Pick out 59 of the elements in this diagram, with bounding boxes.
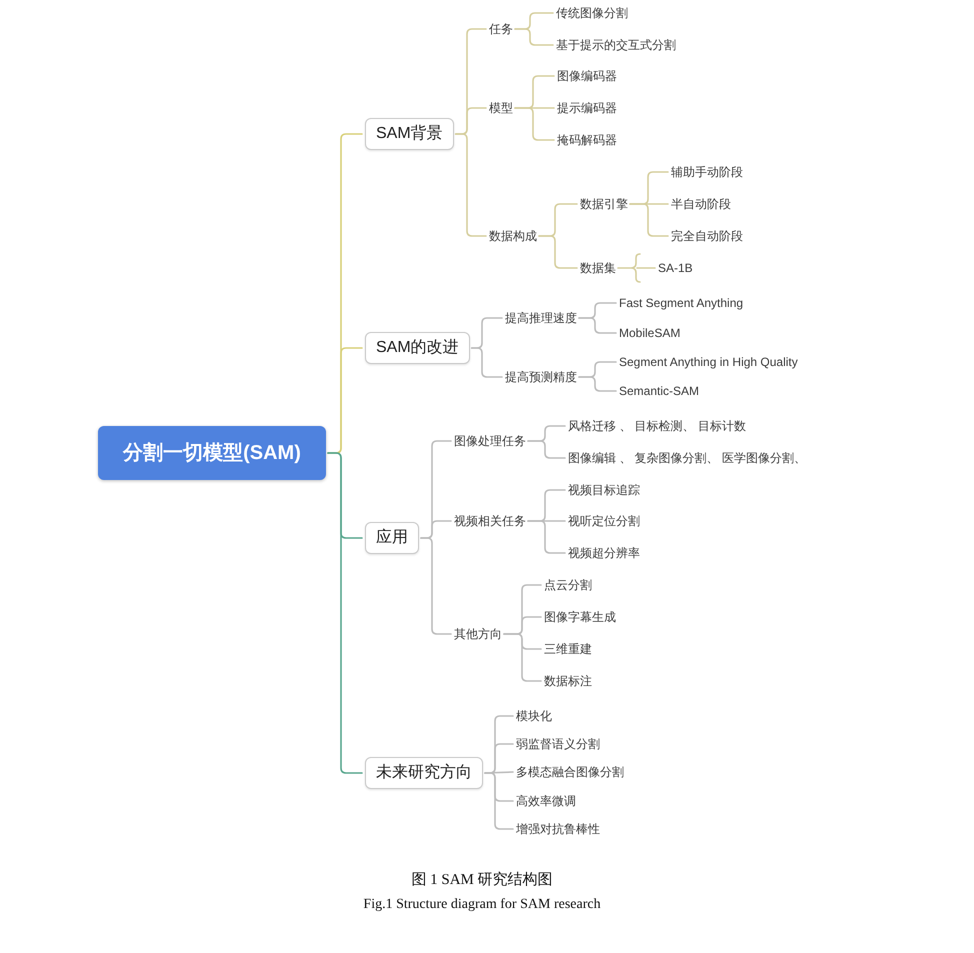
leaf-label: 辅助手动阶段: [671, 164, 743, 180]
brace-connector: [578, 376, 617, 392]
leaf-label: Semantic-SAM: [619, 383, 700, 399]
leaf-label: 传统图像分割: [556, 5, 628, 21]
leaf-label: 提示编码器: [557, 100, 617, 116]
leaf-label: 三维重建: [544, 641, 592, 657]
leaf-label: 完全自动阶段: [671, 228, 743, 244]
leaf-label: 图像编辑 、 复杂图像分割、 医学图像分割、: [568, 450, 806, 466]
brace-connector: [327, 452, 363, 774]
brace-connector: [538, 235, 578, 269]
brace-connector: [527, 520, 566, 554]
branch-label: 数据集: [580, 260, 616, 276]
leaf-label: 数据标注: [544, 673, 592, 689]
leaf-label: 半自动阶段: [671, 196, 731, 212]
brace-connector: [527, 440, 566, 459]
leaf-label: 风格迁移 、 目标检测、 目标计数: [568, 418, 746, 434]
figure-caption-english: Fig.1 Structure diagram for SAM research: [363, 896, 601, 914]
branch-label: 其他方向: [454, 626, 502, 642]
brace-connector: [617, 253, 656, 283]
brace-connector: [484, 772, 514, 830]
leaf-label: 基于提示的交互式分割: [556, 37, 676, 53]
brace-connector: [578, 317, 617, 334]
leaf-label: SA-1B: [658, 260, 693, 276]
leaf-label: 点云分割: [544, 577, 592, 593]
central-topic-box: 分割一切模型(SAM): [98, 426, 326, 480]
leaf-label: 视频超分辨率: [568, 545, 640, 561]
brace-connector: [629, 203, 669, 237]
topic-box: 应用: [365, 522, 419, 554]
branch-label: 数据引擎: [580, 196, 628, 212]
leaf-label: 增强对抗鲁棒性: [516, 821, 600, 837]
branch-label: 视频相关任务: [454, 513, 526, 529]
brace-connector: [454, 133, 487, 237]
topic-box: SAM背景: [365, 118, 454, 150]
leaf-label: 视频目标追踪: [568, 482, 640, 498]
branch-label: 图像处理任务: [454, 433, 526, 449]
topic-box: 未来研究方向: [365, 757, 483, 789]
leaf-label: 掩码解码器: [557, 132, 617, 148]
leaf-label: 视听定位分割: [568, 513, 640, 529]
leaf-label: 高效率微调: [516, 793, 576, 809]
brace-connector: [514, 107, 555, 141]
branch-label: 提高推理速度: [505, 310, 577, 326]
figure-caption: 图 1 SAM 研究结构图: [411, 870, 553, 890]
brace-connector: [470, 347, 503, 378]
leaf-label: 模块化: [516, 708, 552, 724]
branch-label: 数据构成: [489, 228, 537, 244]
topic-box: SAM的改进: [365, 332, 470, 364]
leaf-label: 多模态融合图像分割: [516, 764, 624, 780]
brace-connector: [420, 537, 452, 635]
leaf-label: Segment Anything in High Quality: [619, 354, 798, 370]
leaf-label: MobileSAM: [619, 325, 680, 341]
brace-connector: [514, 28, 554, 46]
leaf-label: Fast Segment Anything: [619, 295, 744, 311]
leaf-label: 图像字幕生成: [544, 609, 616, 625]
branch-label: 提高预测精度: [505, 369, 577, 385]
brace-connector: [503, 633, 542, 682]
branch-label: 任务: [489, 21, 513, 37]
branch-label: 模型: [489, 100, 513, 116]
leaf-label: 弱监督语义分割: [516, 736, 600, 752]
leaf-label: 图像编码器: [557, 68, 617, 84]
